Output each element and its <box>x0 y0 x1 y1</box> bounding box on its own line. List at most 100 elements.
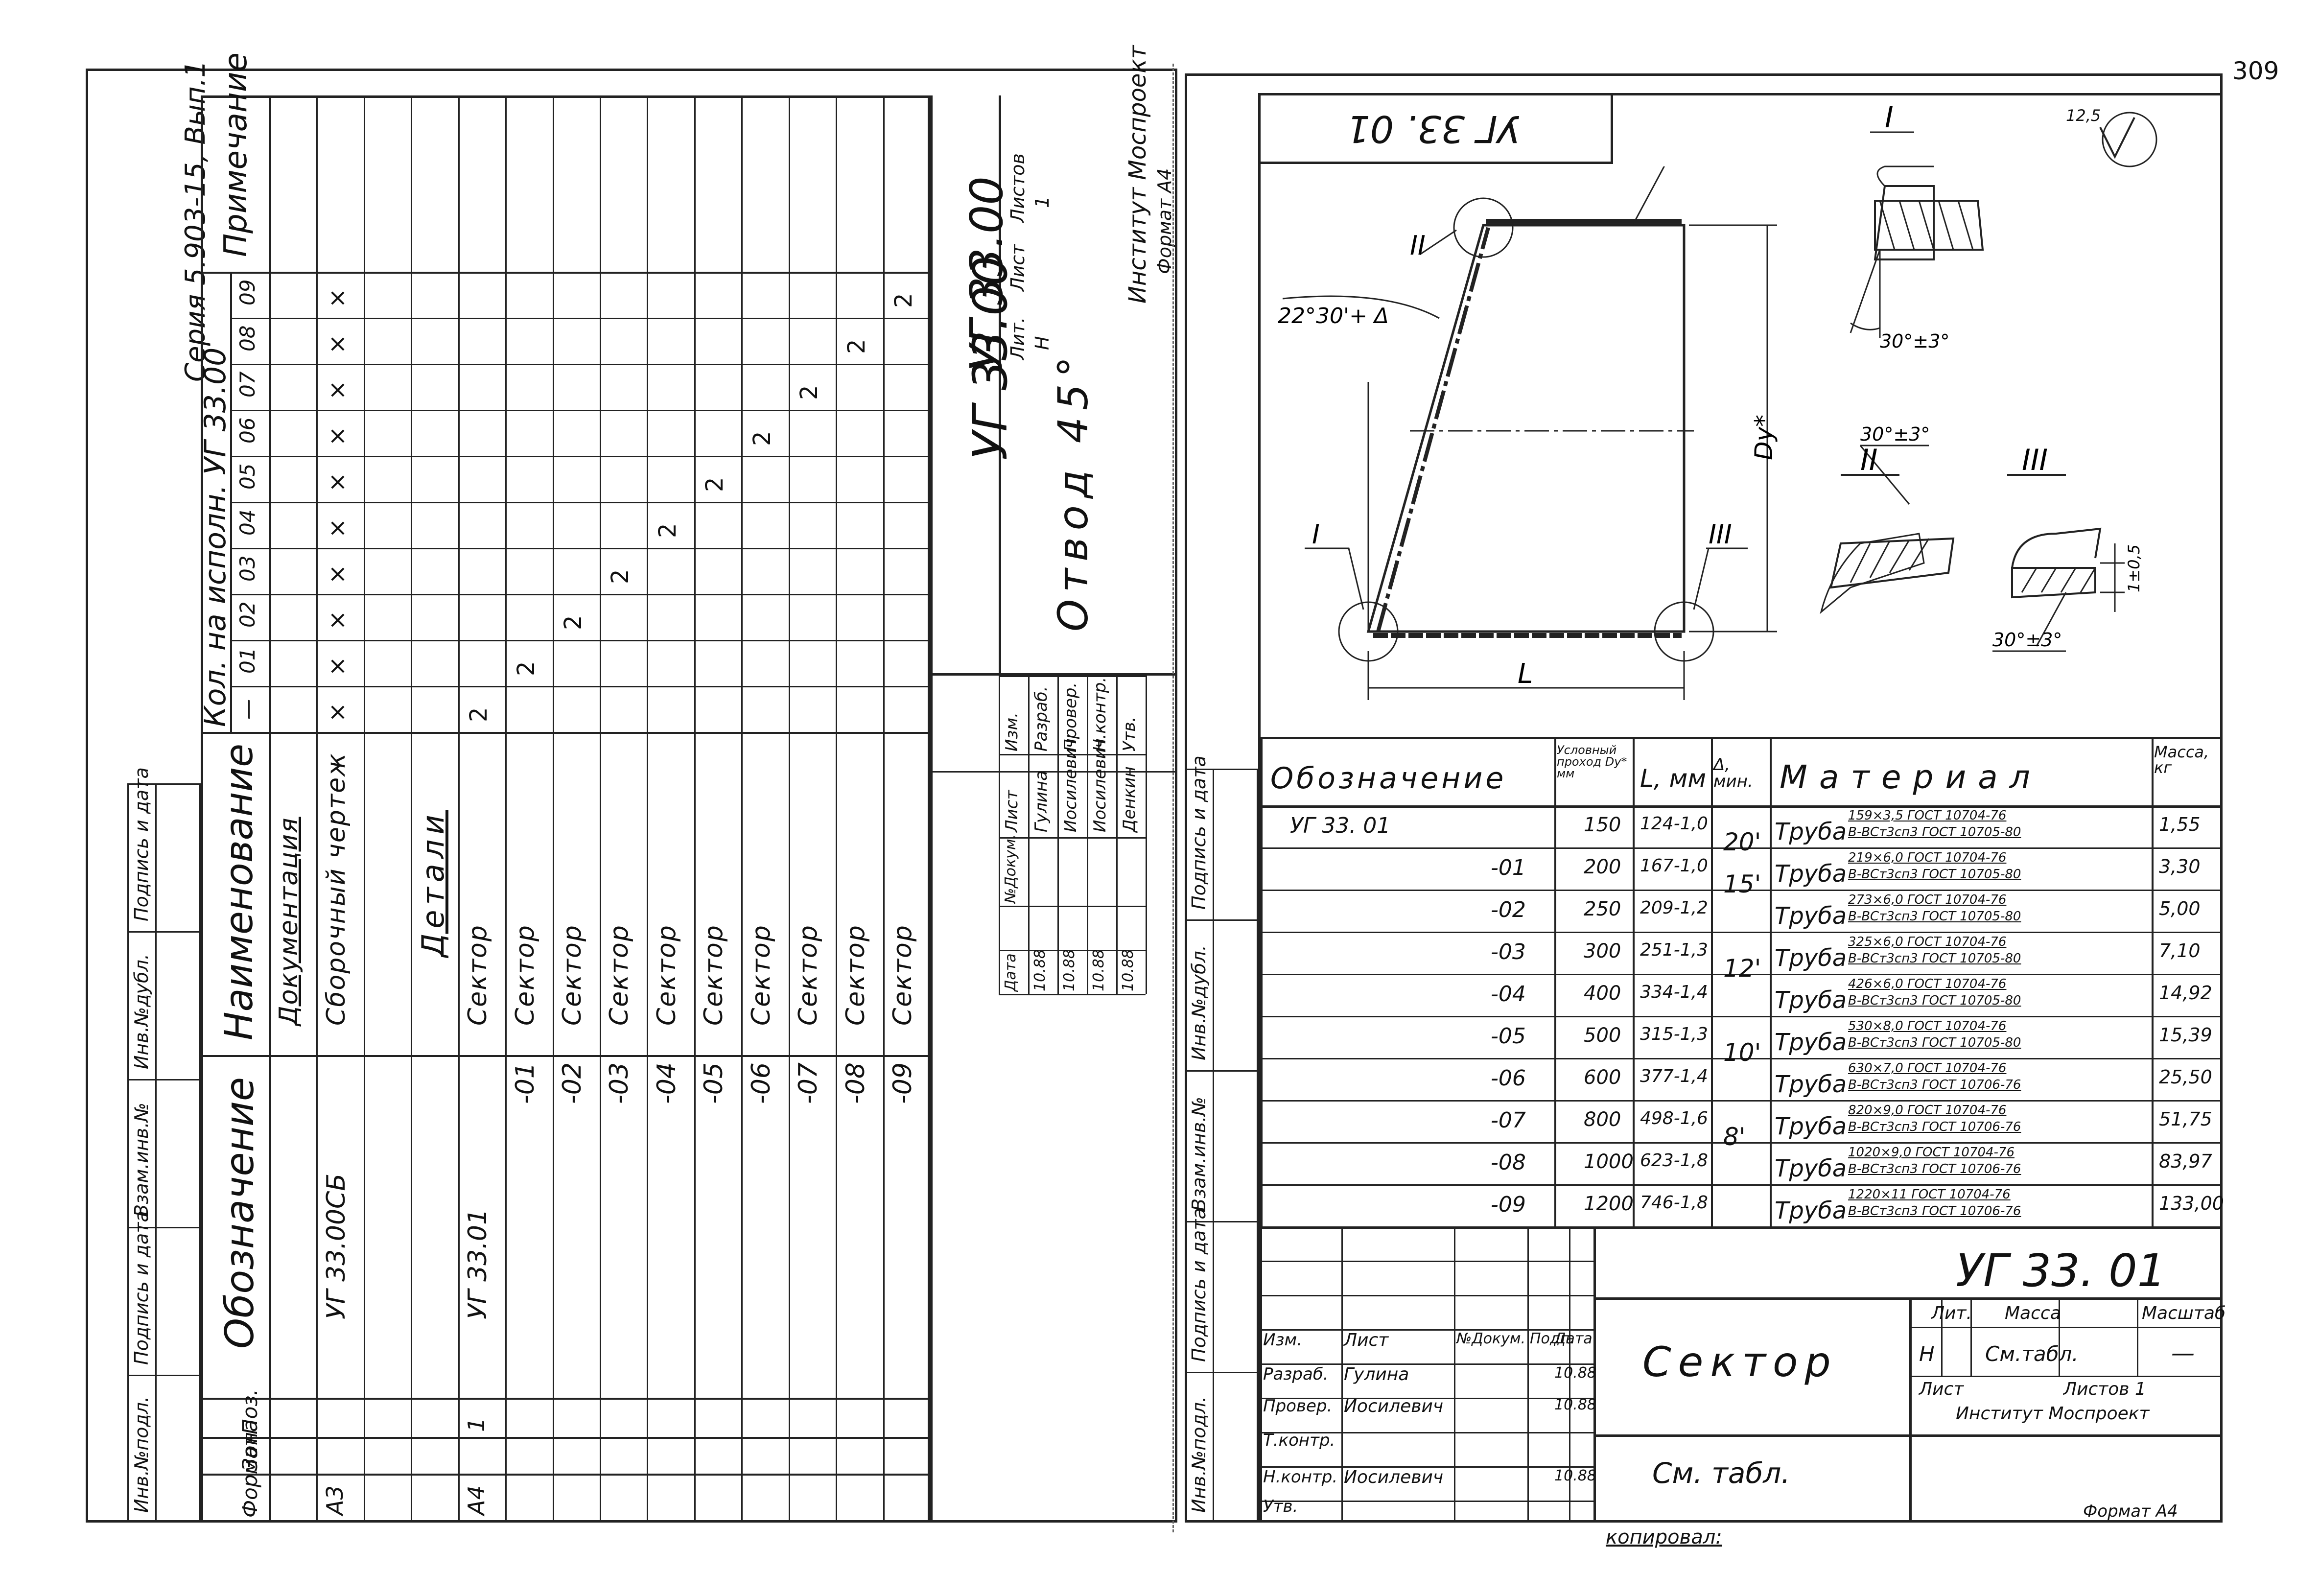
left-stamp-lit-block: Лит. Лист Листов Н 1 <box>999 95 1106 360</box>
cell-dy: 600 <box>1584 1066 1621 1089</box>
cell-des: -03 <box>1491 939 1526 964</box>
people-rule-h <box>999 676 1146 677</box>
header-pos: Поз. <box>238 1389 262 1434</box>
row-designation: -03 <box>605 1062 634 1104</box>
row-rule <box>316 95 318 1523</box>
cell-l: 167-1,0 <box>1640 856 1708 876</box>
mark-II-label: II <box>1410 230 1426 261</box>
code-box: УГ 33. 01 <box>1261 95 1613 164</box>
cell-des: -06 <box>1491 1066 1526 1091</box>
variant-0: — <box>235 699 259 720</box>
cell-l: 251-1,3 <box>1640 940 1708 960</box>
people-rule-h <box>999 754 1146 755</box>
people-rule <box>999 676 1000 994</box>
cell-dy: 500 <box>1584 1024 1621 1047</box>
cell-l: 623-1,8 <box>1640 1150 1708 1171</box>
cell-mat-word: Труба <box>1775 902 1847 930</box>
cell-mat-b: В-ВСт3сп3 ГОСТ 10706-76 <box>1848 1162 2021 1176</box>
row-rule <box>1261 1058 2220 1059</box>
people-row <box>1261 1226 1593 1228</box>
people-role: Н.контр. <box>1263 1467 1338 1487</box>
row-rule <box>552 95 554 1523</box>
right-scale-label: Масштаб <box>2142 1303 2226 1323</box>
cell-delta: 20' <box>1723 828 1761 856</box>
people-role: Изм. <box>1002 712 1022 751</box>
cell-mat-b: В-ВСт3сп3 ГОСТ 10706-76 <box>1848 1204 2021 1219</box>
qty-cell: 2 <box>701 477 729 492</box>
qty-cell: × <box>323 426 351 446</box>
side-label: Взам.инв.№ <box>1188 1097 1210 1211</box>
cell-dy: 300 <box>1584 940 1621 962</box>
detail-views: I II III 30°±3° 30°±3° 30°±3° 1±0,5 <box>1820 103 2143 652</box>
qty-cell: 2 <box>607 569 634 584</box>
people-rule-h <box>999 837 1146 839</box>
qty-cell: 2 <box>465 707 493 722</box>
qty-rule <box>230 502 930 503</box>
side-label: Инв.№дубл. <box>1188 945 1210 1060</box>
cell-des: -05 <box>1491 1024 1526 1049</box>
header-name: Наименование <box>217 743 261 1040</box>
cell-delta: 12' <box>1723 954 1761 983</box>
row-rule <box>1261 890 2220 891</box>
people-col <box>1341 1226 1343 1520</box>
row-rule <box>458 95 460 1523</box>
qty-rule <box>230 272 930 273</box>
people-role: Разраб. <box>1263 1364 1329 1384</box>
people-role: Провер. <box>1263 1396 1333 1416</box>
people-row <box>1261 1295 1593 1296</box>
cell-mat-a: 219×6,0 ГОСТ 10704-76 <box>1848 850 2007 865</box>
col-rule <box>2220 737 2222 1226</box>
side-sep <box>128 1079 200 1080</box>
cell-mat-b: В-ВСт3сп3 ГОСТ 10705-80 <box>1848 993 2021 1008</box>
side-label: Инв.№дубл. <box>131 954 152 1069</box>
qty-cell: 2 <box>890 293 918 308</box>
cell-mat-word: Труба <box>1775 1113 1847 1140</box>
row-designation: -02 <box>558 1062 587 1104</box>
left-stamp-format: Формат А4 <box>1154 168 1175 274</box>
qty-cell: 2 <box>748 431 776 446</box>
mark-I-label: I <box>1312 519 1320 550</box>
head-rule <box>1261 805 2220 808</box>
side-sep <box>1186 1372 1257 1373</box>
cell-dy: 150 <box>1584 814 1621 836</box>
th-delta: Δ, мин. <box>1713 755 1753 791</box>
th-designation: Обозначение <box>1270 761 1507 796</box>
people-date: 10.88 <box>1090 949 1107 991</box>
side-sep <box>128 1227 200 1228</box>
col-rule <box>1633 737 1635 1226</box>
cell-l: 315-1,3 <box>1640 1024 1708 1044</box>
cell-dy: 250 <box>1584 898 1621 920</box>
cell-mat-a: 159×3,5 ГОСТ 10704-76 <box>1848 808 2007 823</box>
qty-rule <box>230 548 930 549</box>
cell-mass: 25,50 <box>2159 1066 2212 1088</box>
row-rule <box>1261 847 2220 849</box>
people-date: 10.88 <box>1554 1364 1596 1382</box>
cell-des: -04 <box>1491 982 1526 1007</box>
qty-cell: 2 <box>560 615 587 630</box>
row-rule <box>647 95 649 1523</box>
side-sep <box>128 1375 200 1376</box>
sector-drawing: 22°30'+ Δ Dу* L II I III <box>1278 166 1778 700</box>
col-rule <box>1770 737 1772 1226</box>
row-rule <box>741 95 743 1523</box>
cell-des: -07 <box>1491 1108 1526 1133</box>
side-rule <box>155 783 157 1523</box>
row-designation: УГ 33.01 <box>463 1208 493 1319</box>
variant-2: 02 <box>235 601 259 628</box>
cell-mat-word: Труба <box>1775 1029 1847 1056</box>
people-date: 10.88 <box>1031 949 1049 991</box>
people-rule <box>1087 676 1088 994</box>
cell-mass: 3,30 <box>2159 856 2201 877</box>
row-name: Сектор <box>463 924 493 1026</box>
cell-dy: 1000 <box>1584 1150 1634 1173</box>
cell-mat-a: 325×6,0 ГОСТ 10704-76 <box>1848 935 2007 949</box>
row-rule <box>694 95 696 1523</box>
row-name: Сектор <box>558 924 587 1026</box>
cell-des: -01 <box>1491 855 1526 880</box>
row-designation: -09 <box>888 1062 918 1104</box>
th-dy: Условный проход Dу* мм <box>1557 743 1627 780</box>
people-role: Изм. <box>1263 1330 1302 1350</box>
people-rule-h <box>999 950 1146 951</box>
